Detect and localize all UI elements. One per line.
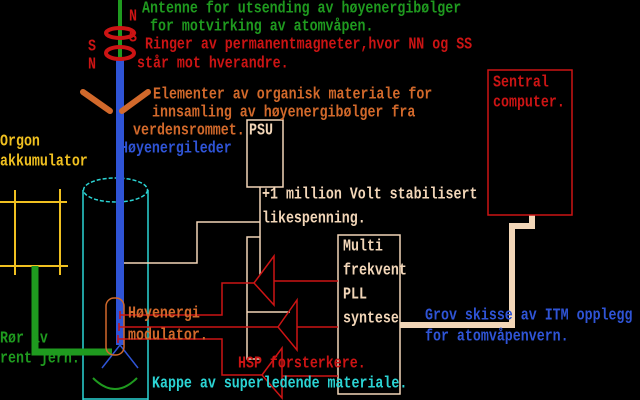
superconducting-sheath [82, 177, 149, 400]
pipe-label-1: Rør av [0, 328, 48, 348]
hsp-amplifiers [117, 253, 338, 400]
rings-label-1: Ringer av permanentmagneter,hvor NN og S… [145, 34, 473, 54]
amplifier-3 [261, 345, 283, 400]
pll-label-2: frekvent [343, 260, 407, 280]
psu-label: PSU [249, 120, 273, 140]
pole-n-top: N [129, 6, 137, 26]
central-computer-box [487, 69, 573, 216]
elements-label-2: innsamling av høyenergibølger fra [152, 102, 416, 122]
orgon-label-1: Orgon [0, 131, 40, 151]
pll-label-3: PLL [343, 284, 367, 304]
magnet-rings [104, 26, 136, 61]
orgon-accumulator-grid [0, 189, 68, 275]
computer-label-1: Sentral [493, 72, 549, 92]
orgon-label-2: akkumulator [0, 151, 88, 171]
amplifiers-label: HSP forsterkere. [238, 353, 366, 373]
antenna-label-1: Antenne for utsending av høyenergibølger [142, 0, 462, 18]
pole-s-top: S [129, 27, 137, 47]
pll-label-1: Multi [343, 236, 383, 256]
computer-label-2: computer. [493, 92, 565, 112]
modulator-label-1: Høyenergi [128, 303, 200, 323]
conductor-label: Høyenergileder [120, 138, 232, 158]
caption-1: Grov skisse av ITM opplegg [425, 305, 633, 325]
computer-link [400, 215, 535, 328]
pole-n-bottom: N [88, 54, 96, 74]
sheath-label: Kappe av superledende materiale. [152, 373, 408, 393]
conductor-base [92, 343, 139, 390]
antenna-label-2: for motvirking av atomvåpen. [150, 16, 374, 36]
caption-2: for atomvåpenvern. [425, 326, 569, 346]
iron-pipe [31, 266, 112, 356]
pipe-label-2: rent jern. [0, 348, 80, 368]
elements-label-3: verdensrommet. [133, 120, 245, 140]
amplifier-2 [277, 297, 298, 353]
elements-label-1: Elementer av organisk materiale for [153, 84, 433, 104]
pole-s-bottom: S [88, 36, 96, 56]
rings-label-2: står mot hverandre. [137, 53, 289, 73]
modulator-label-2: modulator. [128, 325, 208, 345]
amplifier-1 [253, 253, 275, 307]
organic-elements [80, 89, 151, 114]
voltage-label-2: likespenning. [262, 208, 366, 228]
pll-label-4: syntese [343, 308, 399, 328]
power-lines [124, 119, 401, 395]
voltage-label-1: +1 million Volt stabilisert [262, 184, 478, 204]
